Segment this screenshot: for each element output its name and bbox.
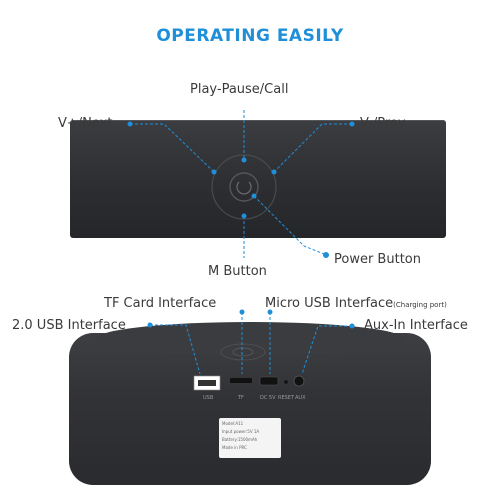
dot-tf-card (239, 309, 245, 315)
label-m-button: M Button (208, 264, 267, 279)
dot-m-button (241, 213, 247, 219)
dot-v-plus-end (127, 121, 133, 127)
label-usb-interface: 2.0 USB Interface (12, 318, 126, 333)
speaker-top-panel (70, 120, 446, 238)
page-title: OPERATING EASILY (156, 26, 344, 46)
sticker-made: Made in PRC (222, 445, 247, 450)
port-label-aux: AUX (295, 395, 306, 401)
label-power-button: Power Button (334, 252, 421, 267)
port-label-tf: TF (237, 395, 244, 401)
label-micro-usb-interface: Micro USB Interface(Charging port) (265, 296, 447, 311)
micro-usb-port (259, 376, 279, 386)
spec-sticker: Model:A11 Input power:5V 1A Battery:1500… (219, 418, 281, 458)
power-icon (236, 181, 252, 195)
label-tf-card-interface: TF Card Interface (104, 296, 217, 311)
control-outer-ring (211, 154, 277, 220)
leader-v-plus (130, 123, 215, 173)
label-v-plus-next: V+/Next (58, 116, 113, 131)
aux-jack (293, 375, 305, 387)
control-inner-ring (229, 172, 259, 202)
speaker-front-body (69, 333, 431, 485)
dot-micro-usb (267, 309, 273, 315)
dot-power-end (323, 252, 329, 258)
dot-v-plus (211, 169, 217, 175)
dot-aux (349, 323, 355, 329)
usb-port-inner (198, 380, 216, 386)
label-charging-port: (Charging port) (393, 301, 447, 309)
leader-v-minus (273, 123, 352, 173)
sticker-input: Input power:5V 1A (222, 429, 260, 434)
front-control-inner (232, 347, 254, 357)
leader-aux (301, 325, 352, 375)
reset-hole (284, 380, 288, 384)
dot-v-minus (271, 169, 277, 175)
dot-v-minus-end (349, 121, 355, 127)
port-label-dc: DC 5V (260, 395, 276, 401)
dot-usb (147, 322, 153, 328)
dot-play-pause (241, 157, 247, 163)
sticker-battery: Battery:1500mAh (222, 437, 258, 442)
port-label-reset: RESET (278, 395, 295, 401)
sticker-model: Model:A11 (222, 421, 244, 426)
leader-power (253, 195, 325, 255)
front-control-ring (220, 343, 266, 361)
dot-power (251, 193, 257, 199)
label-micro-usb-text: Micro USB Interface (265, 296, 394, 311)
label-play-pause-call: Play-Pause/Call (190, 82, 289, 97)
leader-usb (150, 324, 201, 375)
tf-card-slot (230, 378, 252, 383)
label-v-minus-prev: V-/Prev (360, 116, 406, 131)
label-aux-in-interface: Aux-In Interface (364, 318, 468, 333)
port-label-usb: USB (203, 395, 214, 401)
